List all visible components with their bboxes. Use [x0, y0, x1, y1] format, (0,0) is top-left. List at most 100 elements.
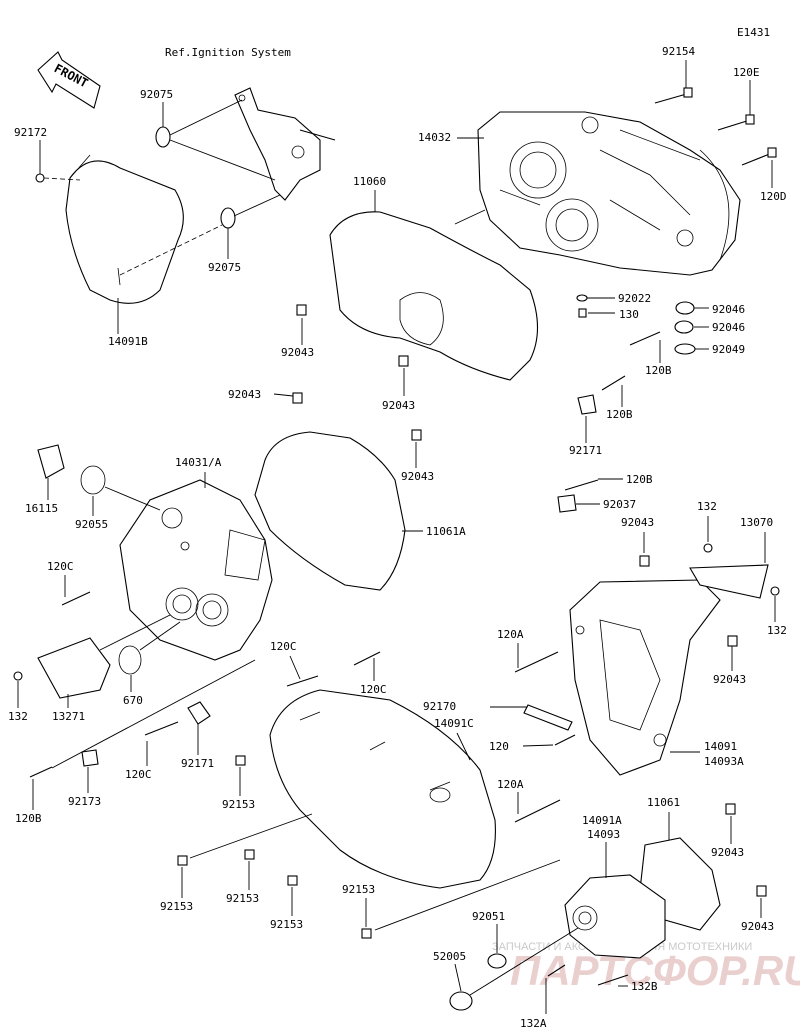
callout-label: 92153 [160, 900, 193, 913]
callout-label: 11061 [647, 796, 680, 809]
bolt-120B-a [629, 331, 661, 346]
clamp-92173 [81, 749, 99, 767]
callout-label: 92043 [228, 388, 261, 401]
seal-92049 [674, 343, 696, 355]
callout-label: 92153 [222, 798, 255, 811]
bolt-120D [741, 147, 777, 166]
callout-label: 14093 [587, 828, 620, 841]
cover-14091-right [569, 579, 721, 776]
bolt-120A-b [514, 799, 561, 823]
callout-label: 92043 [382, 399, 415, 412]
front-arrow-icon: FRONT [37, 51, 101, 109]
callout-label: 14091C [434, 717, 474, 730]
callout-label: 92172 [14, 126, 47, 139]
clamp-92037 [557, 494, 577, 513]
callout-label: 14031/A [175, 456, 222, 469]
callout-label: 92046 [712, 303, 745, 316]
callout-label: 120C [47, 560, 74, 573]
callout-label: 92154 [662, 45, 695, 58]
washer-92022 [576, 294, 588, 302]
callout-label: 92043 [401, 470, 434, 483]
callout-label: 92153 [226, 892, 259, 905]
collar-92046-a [675, 301, 695, 315]
callout-label: 92171 [569, 444, 602, 457]
screw-92172 [35, 173, 45, 183]
bolt-132B [597, 974, 629, 986]
dowel-92043-b [398, 355, 409, 367]
screw-132-right [770, 586, 780, 596]
bolt-120A-a [514, 651, 559, 673]
bolt-120 [554, 734, 576, 746]
screw-132-top [703, 543, 713, 553]
callout-label: 120D [760, 190, 787, 203]
bolt-120C-b [286, 675, 319, 687]
callout-label: 92043 [741, 920, 774, 933]
callout-label: 92153 [270, 918, 303, 931]
callout-label: 92075 [208, 261, 241, 274]
callout-label: 14091A [582, 814, 622, 827]
bolt-120B-d [29, 766, 53, 778]
bolt-120C-c [353, 651, 381, 666]
plate-13271 [37, 637, 111, 699]
callout-label: 92075 [140, 88, 173, 101]
callout-label: 92153 [342, 883, 375, 896]
callout-label: 120A [497, 628, 524, 641]
callout-label: 120C [360, 683, 387, 696]
callout-label: 13271 [52, 710, 85, 723]
gasket-11061A [254, 431, 406, 591]
bolt-120E [717, 114, 755, 131]
callout-label: 92043 [711, 846, 744, 859]
cover-14091C [269, 689, 496, 889]
diagram-id: E1431 [737, 26, 770, 39]
cover-14091A [564, 874, 666, 959]
callout-label: 14032 [418, 131, 451, 144]
callout-label: 92055 [75, 518, 108, 531]
oring-92055 [80, 465, 106, 495]
callout-label: 120C [125, 768, 152, 781]
screw-132-left [13, 671, 23, 681]
grommet-92075-b [220, 207, 236, 229]
cover-14031A [119, 479, 273, 661]
callout-label: 670 [123, 694, 143, 707]
callout-label: 92173 [68, 795, 101, 808]
cover-14091B [65, 154, 184, 304]
guide-92170 [523, 704, 573, 731]
callout-label: 120 [489, 740, 509, 753]
clamp-92171-top [577, 394, 597, 415]
oring-670 [118, 645, 142, 675]
callout-label: 11061A [426, 525, 466, 538]
callout-label: 13070 [740, 516, 773, 529]
plug-130 [578, 308, 587, 318]
dowel-92043-a [296, 304, 307, 316]
callout-label: 11060 [353, 175, 386, 188]
callout-label: 120C [270, 640, 297, 653]
bolt-120B-b [601, 375, 626, 391]
watermark-line2: ПАРТСФОР.RU [510, 947, 800, 994]
dowel-92043-c [292, 392, 303, 404]
oring-92051 [487, 953, 507, 969]
callout-label: 132 [767, 624, 787, 637]
callout-label: 14091 [704, 740, 737, 753]
dowel-92043-h [756, 885, 767, 897]
callout-label: 16115 [25, 502, 58, 515]
callout-label: 132 [697, 500, 717, 513]
bolt-120C-a [61, 591, 91, 606]
callout-label: 92043 [281, 346, 314, 359]
callout-label: 120B [645, 364, 672, 377]
dowel-92043-e [639, 555, 650, 567]
ignition-bracket [234, 87, 336, 201]
callout-label: 92049 [712, 343, 745, 356]
cap-16115 [37, 444, 65, 479]
bolt-92153-set [177, 755, 372, 939]
case-cover-14032 [477, 111, 741, 276]
callout-label: 120E [733, 66, 760, 79]
callout-label: 92051 [472, 910, 505, 923]
callout-labels: E1431 Ref.Ignition System 92154 120E 120… [8, 26, 787, 1030]
callout-label: 14091B [108, 335, 148, 348]
grommet-92075-a [155, 126, 171, 148]
callout-label: 92043 [713, 673, 746, 686]
callout-label: 132B [631, 980, 658, 993]
dowel-92043-f [727, 635, 738, 647]
label-leaders [17, 60, 776, 1014]
